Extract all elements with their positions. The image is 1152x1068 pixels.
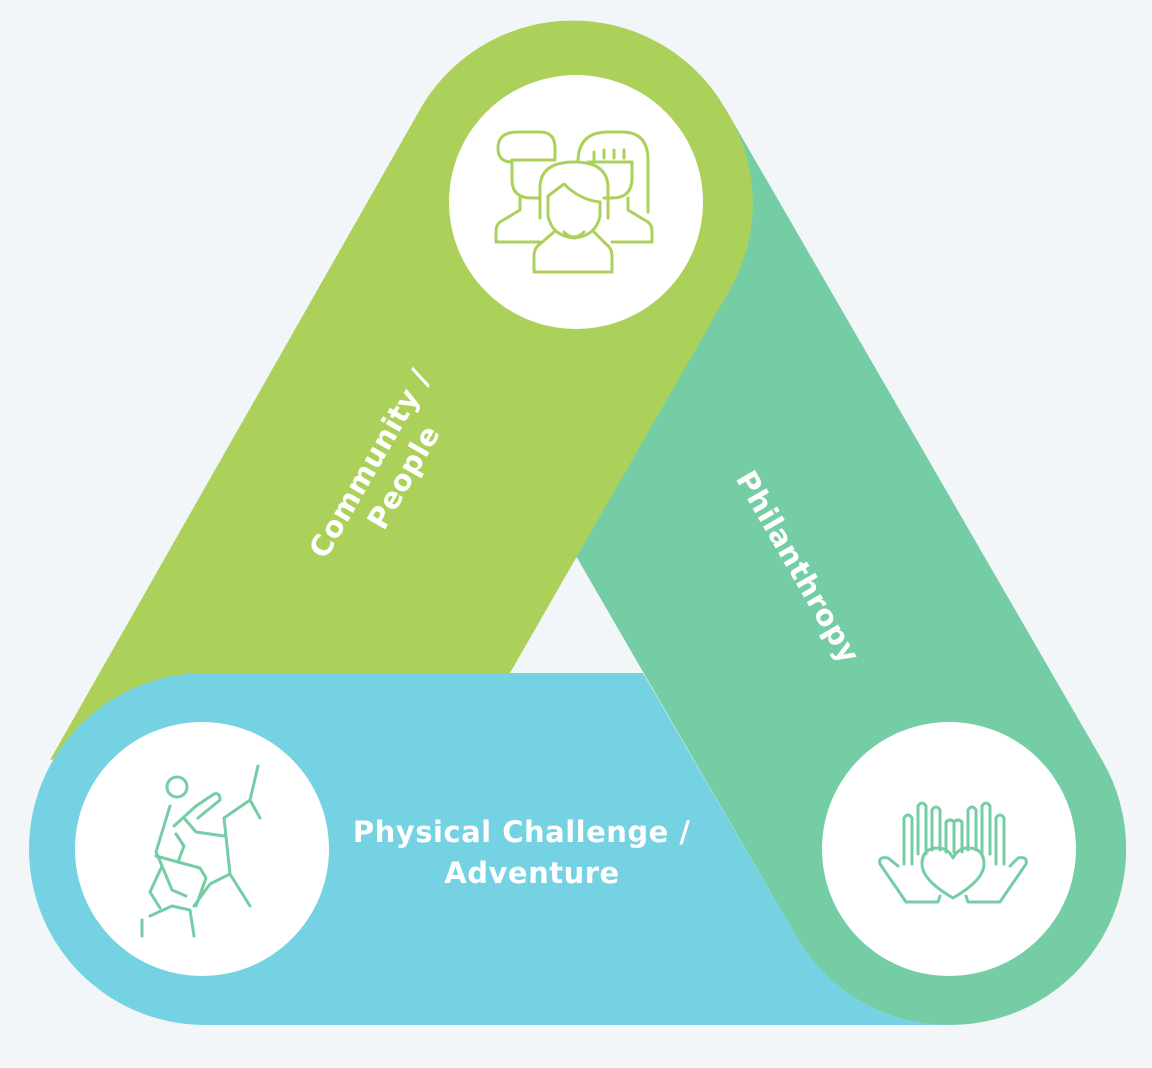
climber-icon <box>140 764 262 938</box>
adventure-label: Physical Challenge / Adventure <box>353 815 701 890</box>
hands-heart-icon <box>878 801 1028 904</box>
adventure-label-line2: Adventure <box>444 856 619 890</box>
philanthropy-circle <box>822 722 1076 976</box>
adventure-label-line1: Physical Challenge / <box>353 815 691 849</box>
adventure-circle <box>75 722 329 976</box>
group-of-people-icon <box>494 130 654 274</box>
community-circle <box>449 75 703 329</box>
